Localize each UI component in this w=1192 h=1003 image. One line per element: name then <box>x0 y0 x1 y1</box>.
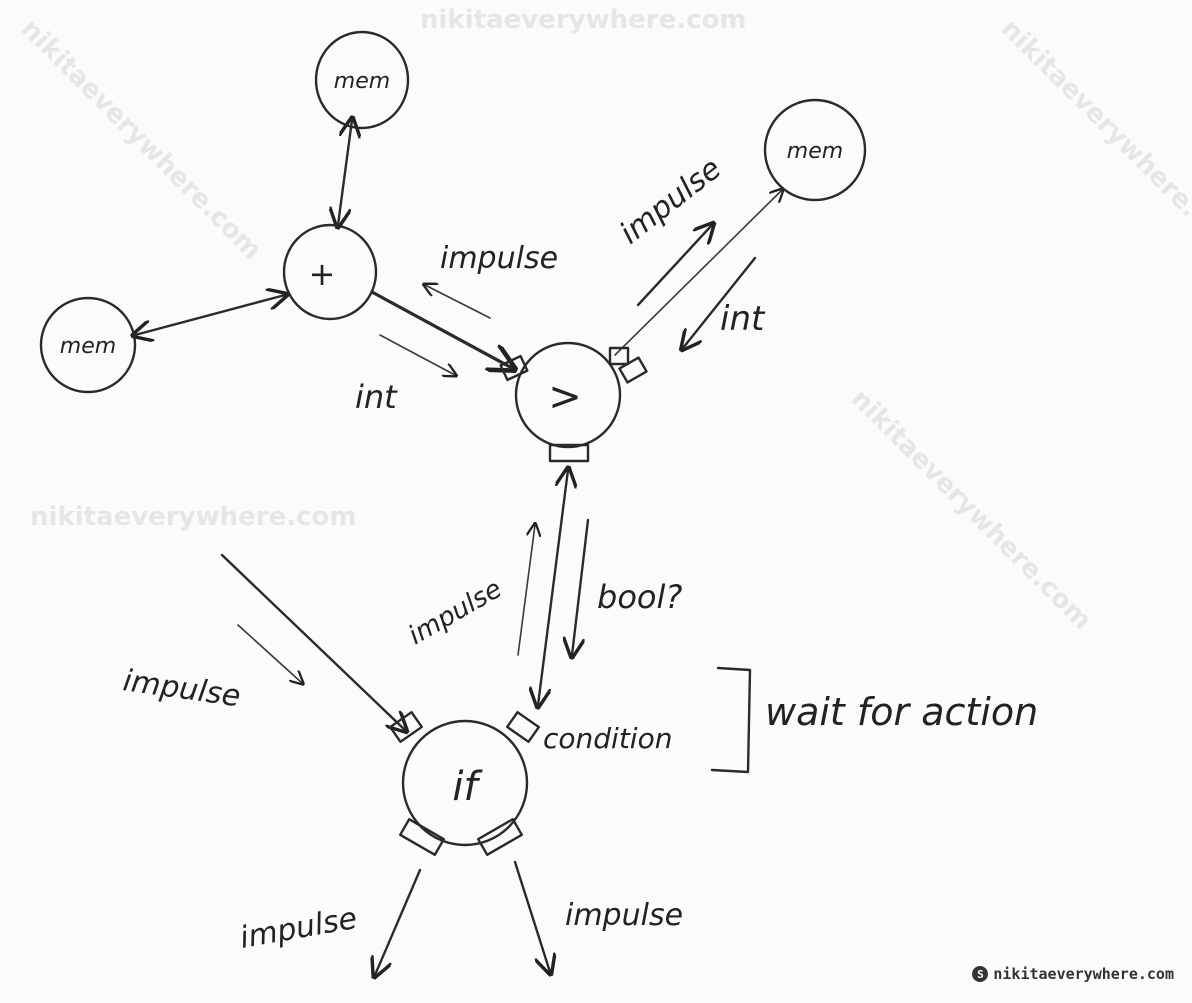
edge-impulse-into-if <box>220 553 405 730</box>
node-label: mem <box>334 69 390 94</box>
label-bool: bool? <box>597 578 682 616</box>
label-impulse: impulse <box>565 898 683 933</box>
label-wait-for-action: wait for action <box>765 690 1038 734</box>
credit-watermark: S nikitaeverywhere.com <box>972 965 1174 983</box>
arrow-int <box>379 334 455 375</box>
edges <box>135 120 782 975</box>
node-label: mem <box>787 139 843 164</box>
node-mem-left: mem <box>39 296 137 394</box>
label-impulse: impulse <box>121 663 243 714</box>
label-condition: condition <box>543 722 672 755</box>
edge-gt-if <box>538 470 568 705</box>
arrow-int-from-mem <box>683 256 757 348</box>
label-int: int <box>355 378 398 416</box>
label-int: int <box>720 299 766 339</box>
node-label: if <box>452 764 483 810</box>
label-impulse: impulse <box>237 901 359 956</box>
arrow-impulse-in <box>237 624 302 683</box>
logo-icon: S <box>972 966 989 982</box>
node-label: mem <box>60 334 116 359</box>
node-if: if <box>388 710 541 856</box>
edge-plus-gt <box>370 290 512 368</box>
arrow-impulse-to-mem <box>636 225 712 307</box>
edge-gt-mem-right <box>614 190 782 356</box>
edge-mem-top-plus <box>338 120 352 225</box>
label-impulse: impulse <box>440 241 558 276</box>
node-greater: > <box>499 341 648 463</box>
watermark: nikitaeverywhere.com <box>995 14 1192 266</box>
edge-if-out-left <box>375 868 422 975</box>
node-plus: + <box>282 223 378 321</box>
watermark: nikitaeverywhere.com <box>30 502 356 532</box>
arrow-impulse-back <box>425 285 491 319</box>
watermark: nikitaeverywhere.com <box>845 384 1097 636</box>
edge-if-out-right <box>513 860 550 972</box>
condition-bracket <box>710 666 752 774</box>
node-label: + <box>309 255 336 293</box>
watermark: nikitaeverywhere.com <box>420 5 746 35</box>
node-label: > <box>548 374 582 420</box>
arrow-impulse-up <box>517 525 535 656</box>
label-impulse: impulse <box>613 151 728 251</box>
edge-mem-left-plus <box>135 295 285 335</box>
label-impulse: impulse <box>404 574 508 651</box>
watermark: nikitaeverywhere.com <box>15 14 267 266</box>
arrow-bool-down <box>572 518 590 655</box>
credit-text: nikitaeverywhere.com <box>993 965 1174 983</box>
node-mem-right: mem <box>763 98 867 202</box>
labels: impulse int impulse int impulse bool? im… <box>121 151 1038 956</box>
node-mem-top: mem <box>314 30 410 130</box>
